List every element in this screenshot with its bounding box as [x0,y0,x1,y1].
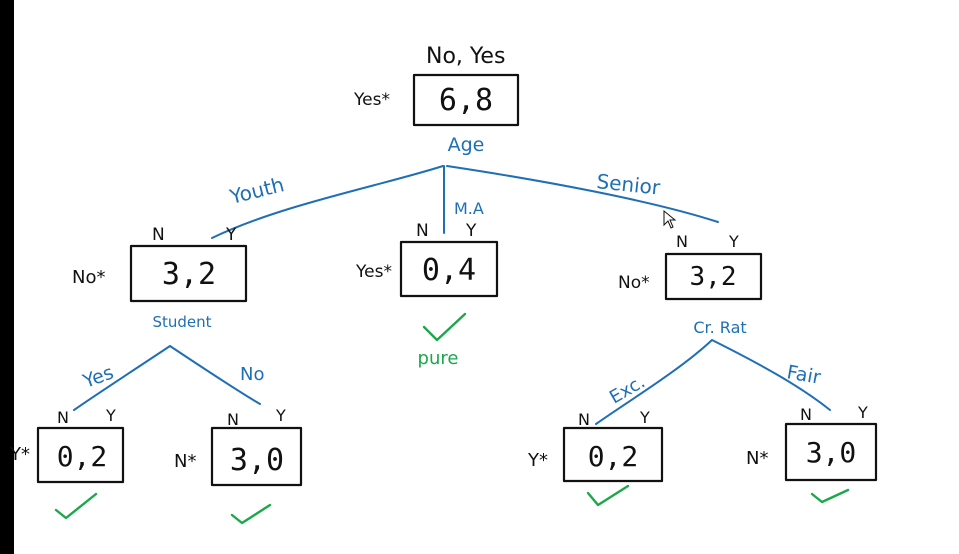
branch-label-youth: Youth [226,172,286,209]
credit-exc-header-n: N [578,410,590,429]
student-yes-header-y: Y [105,406,116,425]
branch-label-middle-aged: M.A [454,199,484,218]
student-no-label: N* [174,451,196,472]
credit-fair-header-y: Y [857,403,868,422]
student-yes-label: Y* [9,444,30,465]
student-yes-box [36,426,125,484]
student-no-checkmark-icon [230,503,272,525]
senior-label: No* [618,273,650,293]
youth-header-y: Y [225,225,237,245]
youth-split-label: Student [152,313,211,331]
credit-fair-label: N* [746,448,768,469]
credit-fair-counts: 3,0 [806,436,857,469]
edge-student-yes [73,345,171,411]
edge-root-senior [446,165,719,223]
youth-label: No* [72,267,105,288]
student-no-header-n: N [227,410,239,429]
student-no-box [210,426,303,487]
root-box [412,73,520,127]
root-counts: 6,8 [439,83,493,118]
edge-root-youth [211,165,444,239]
edge-credit-fair [711,339,831,411]
student-yes-counts: 0,2 [57,440,108,473]
middle-aged-box [399,240,499,298]
student-yes-header-n: N [57,408,69,427]
senior-header-y: Y [728,232,739,251]
student-no-header-y: Y [275,406,286,425]
branch-label-senior: Senior [595,169,662,200]
root-header: No, Yes [426,44,505,69]
left-edge-bar [0,0,14,554]
middle-aged-checkmark-icon [422,312,467,342]
credit-fair-box [784,422,878,482]
middle-aged-pure-note: pure [418,348,459,369]
senior-split-label: Cr. Rat [693,318,746,337]
branch-label-credit-fair: Fair [785,361,822,389]
youth-header-n: N [152,225,165,245]
credit-exc-box [562,426,664,483]
edge-student-no [169,345,261,405]
mouse-cursor-icon [663,209,677,229]
senior-counts: 3,2 [690,262,737,292]
middle-aged-counts: 0,4 [422,253,476,288]
senior-header-n: N [676,232,688,251]
credit-fair-checkmark-icon [810,488,850,504]
branch-label-student-no: No [240,364,264,385]
middle-aged-label: Yes* [355,262,392,282]
root-split-label: Age [448,134,485,156]
student-yes-checkmark-icon [54,492,98,520]
senior-box [664,252,763,301]
branch-label-student-yes: Yes [79,362,116,394]
middle-aged-header-n: N [416,221,429,241]
credit-exc-header-y: Y [639,408,650,427]
root-label: Yes* [353,90,390,110]
student-no-counts: 3,0 [230,443,284,478]
youth-box [129,244,248,303]
edge-credit-exc [595,339,713,425]
credit-exc-counts: 0,2 [588,440,639,473]
credit-exc-checkmark-icon [586,484,630,507]
credit-exc-label: Y* [527,450,548,471]
youth-counts: 3,2 [162,257,216,292]
middle-aged-header-y: Y [465,221,477,241]
credit-fair-header-n: N [800,405,812,424]
